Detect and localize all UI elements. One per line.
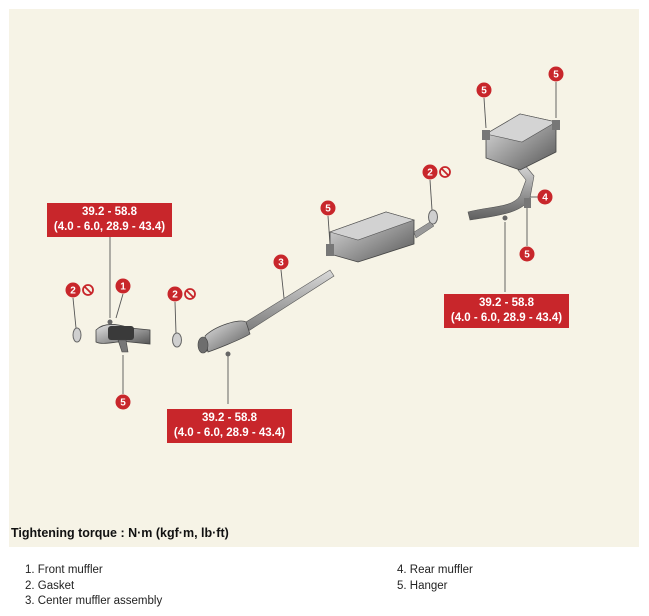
callout-label: 5 xyxy=(524,250,530,261)
callout-label: 5 xyxy=(120,398,126,409)
legend-right: 4. Rear muffler 5. Hanger xyxy=(397,563,473,594)
callout-label: 5 xyxy=(481,86,487,97)
callout-hanger-rear-bottom: 5 xyxy=(519,246,535,262)
legend-item: 1. Front muffler xyxy=(25,564,103,576)
callout-front-muffler: 1 xyxy=(115,278,131,294)
torque-box-front: 39.2 - 58.8 (4.0 - 6.0, 28.9 - 43.4) xyxy=(47,203,172,237)
legend-item: 2. Gasket xyxy=(25,579,75,592)
callout-label: 5 xyxy=(553,70,559,81)
gasket-group xyxy=(72,209,438,348)
torque-range-nm: 39.2 - 58.8 xyxy=(82,206,137,218)
callout-label: 2 xyxy=(70,286,76,297)
torque-box-rear: 39.2 - 58.8 (4.0 - 6.0, 28.9 - 43.4) xyxy=(444,294,569,328)
legend-left: 1. Front muffler 2. Gasket 3. Center muf… xyxy=(25,563,162,610)
front-muffler xyxy=(95,319,151,353)
callout-hanger-center: 5 xyxy=(320,200,336,216)
callout-hanger-rear-top: 5 xyxy=(476,82,492,98)
callout-gasket-left: 2 xyxy=(65,282,94,298)
legend-item: 3. Center muffler assembly xyxy=(25,595,163,607)
callout-label: 2 xyxy=(427,168,433,179)
do-not-reuse-icon xyxy=(439,166,451,178)
torque-range-alt: (4.0 - 6.0, 28.9 - 43.4) xyxy=(173,427,286,439)
leader-lines xyxy=(72,82,557,404)
center-muffler-assembly xyxy=(197,211,435,357)
legend-item: 4. Rear muffler xyxy=(397,564,473,576)
callouts: 1 2 2 2 3 4 5 5 xyxy=(65,66,564,410)
do-not-reuse-icon xyxy=(184,288,196,300)
callout-gasket-center: 2 xyxy=(167,286,196,302)
callout-hanger-rear-right: 5 xyxy=(548,66,564,82)
torque-range-alt: (4.0 - 6.0, 28.9 - 43.4) xyxy=(450,312,563,324)
tightening-torque-caption: Tightening torque : N·m (kgf·m, lb·ft) xyxy=(11,526,229,540)
callout-label: 1 xyxy=(120,282,126,293)
torque-range-alt: (4.0 - 6.0, 28.9 - 43.4) xyxy=(53,221,166,233)
callout-label: 5 xyxy=(325,204,331,215)
callout-center-muffler: 3 xyxy=(273,254,289,270)
rear-muffler xyxy=(467,113,560,221)
callout-rear-muffler: 4 xyxy=(537,189,553,205)
callout-label: 3 xyxy=(278,258,284,269)
do-not-reuse-icon xyxy=(82,284,94,296)
legend-item: 5. Hanger xyxy=(397,579,448,592)
torque-range-nm: 39.2 - 58.8 xyxy=(202,412,257,424)
callout-gasket-rear: 2 xyxy=(422,164,451,180)
torque-range-nm: 39.2 - 58.8 xyxy=(479,297,534,309)
torque-box-center: 39.2 - 58.8 (4.0 - 6.0, 28.9 - 43.4) xyxy=(167,409,292,443)
callout-label: 4 xyxy=(542,193,548,204)
callout-hanger-front: 5 xyxy=(115,394,131,410)
callout-label: 2 xyxy=(172,290,178,301)
